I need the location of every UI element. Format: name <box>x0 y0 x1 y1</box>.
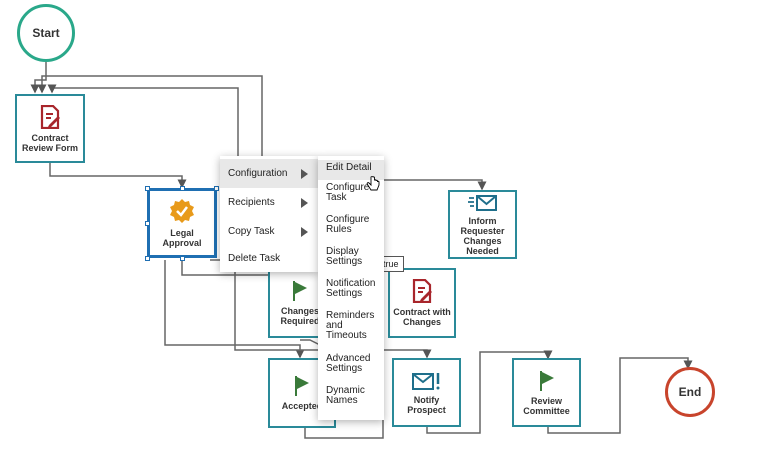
resize-handle[interactable] <box>145 221 150 226</box>
menu-item-delete-task[interactable]: Delete Task <box>220 246 318 270</box>
submenu-item-label: Display Settings <box>326 246 363 267</box>
configuration-submenu: Edit Detail Configure Task Configure Rul… <box>318 156 384 420</box>
submenu-item-notification-settings[interactable]: Notification Settings <box>318 276 384 308</box>
submenu-item-configure-task[interactable]: Configure Task <box>318 180 384 212</box>
context-menu: Configuration Recipients Copy Task Delet… <box>220 156 318 272</box>
submenu-item-label: Advanced Settings <box>326 353 371 374</box>
hand-cursor-icon <box>366 176 380 191</box>
menu-item-label: Configuration <box>228 168 288 179</box>
mail-alert-icon <box>411 372 439 390</box>
menu-item-label: Copy Task <box>228 226 275 237</box>
task-legal-approval[interactable]: Legal Approval <box>147 188 217 258</box>
submenu-item-label: Dynamic Names <box>326 385 365 406</box>
submenu-item-display-settings[interactable]: Display Settings <box>318 244 384 276</box>
end-node[interactable]: End <box>665 367 715 417</box>
submenu-item-edit-detail[interactable]: Edit Detail <box>318 160 384 180</box>
submenu-item-label: Configure Task <box>326 182 370 203</box>
task-label: Review Committee <box>523 395 570 416</box>
form-icon <box>40 104 60 129</box>
start-node[interactable]: Start <box>17 4 75 62</box>
task-label: Changes Required <box>280 306 320 326</box>
submenu-arrow-icon <box>301 226 308 237</box>
menu-item-configuration[interactable]: Configuration <box>220 159 318 188</box>
task-contract-review-form[interactable]: Contract Review Form <box>15 94 85 163</box>
task-label: Accepted <box>281 401 323 411</box>
task-label: Notify Prospect <box>407 394 446 415</box>
task-label: Contract with Changes <box>393 307 451 327</box>
send-mail-icon <box>467 194 497 211</box>
form-icon <box>412 279 432 303</box>
submenu-item-label: Notification Settings <box>326 278 376 299</box>
submenu-item-label: Configure Rules <box>326 214 370 235</box>
resize-handle[interactable] <box>145 186 150 191</box>
submenu-item-reminders-and-timeouts[interactable]: Reminders and Timeouts <box>318 308 384 351</box>
submenu-arrow-icon <box>301 168 308 179</box>
menu-item-label: Delete Task <box>228 252 281 264</box>
flag-icon <box>539 370 554 391</box>
task-notify-prospect[interactable]: Notify Prospect <box>392 358 461 427</box>
resize-handle[interactable] <box>180 256 185 261</box>
task-label: Contract Review Form <box>21 132 79 153</box>
submenu-item-label: Edit Detail <box>326 162 372 173</box>
task-label: Legal Approval <box>162 228 202 248</box>
task-review-committee[interactable]: Review Committee <box>512 358 581 427</box>
flag-icon <box>293 281 307 301</box>
menu-item-recipients[interactable]: Recipients <box>220 188 318 217</box>
menu-item-copy-task[interactable]: Copy Task <box>220 217 318 246</box>
resize-handle[interactable] <box>180 186 185 191</box>
flag-icon <box>295 376 309 396</box>
end-label: End <box>678 385 702 399</box>
resize-handle[interactable] <box>145 256 150 261</box>
submenu-item-label: Reminders and Timeouts <box>326 310 375 341</box>
submenu-item-dynamic-names[interactable]: Dynamic Names <box>318 383 384 415</box>
menu-item-label: Recipients <box>228 197 275 208</box>
resize-handle[interactable] <box>214 186 219 191</box>
approval-badge-icon <box>170 199 194 223</box>
submenu-item-configure-rules[interactable]: Configure Rules <box>318 212 384 244</box>
task-label: Inform Requester Changes Needed <box>460 215 505 256</box>
submenu-item-advanced-settings[interactable]: Advanced Settings <box>318 351 384 383</box>
task-inform-requester[interactable]: Inform Requester Changes Needed <box>448 190 517 259</box>
task-contract-with-changes[interactable]: Contract with Changes <box>388 268 456 338</box>
submenu-arrow-icon <box>301 197 308 208</box>
start-label: Start <box>32 26 60 40</box>
